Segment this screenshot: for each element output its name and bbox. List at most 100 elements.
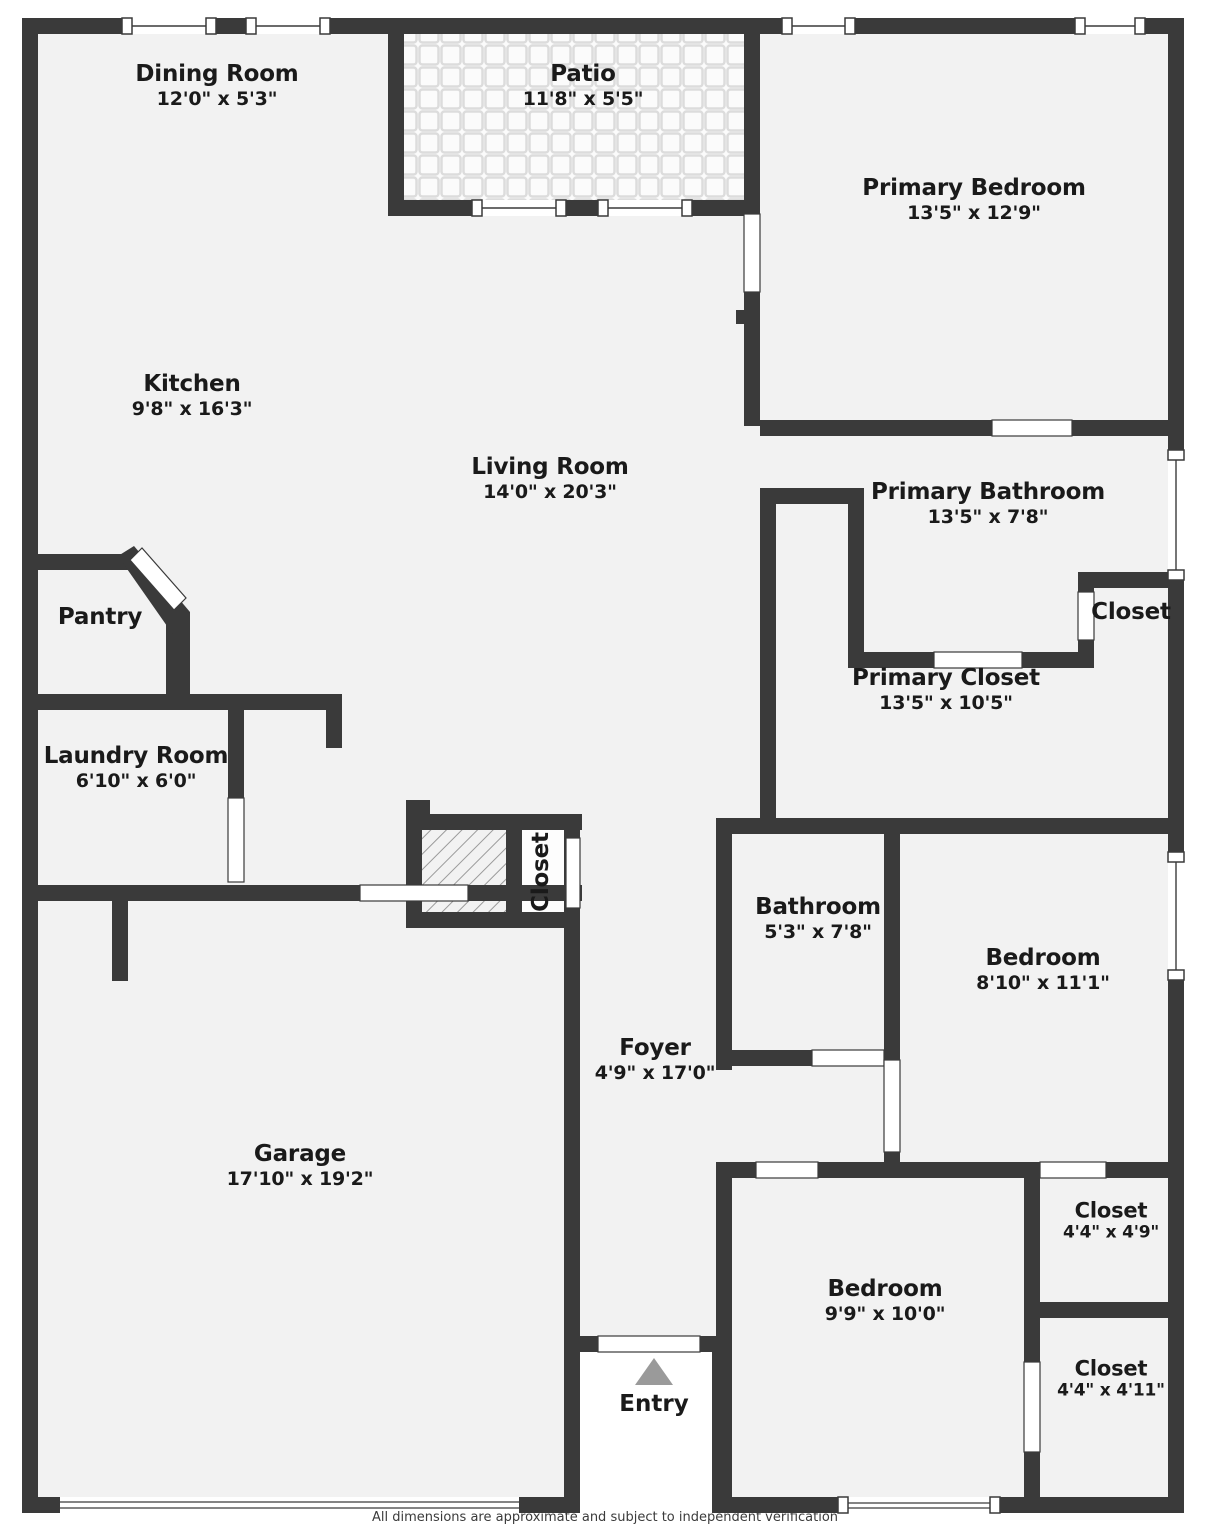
floor-closet-upper <box>1040 1170 1184 1310</box>
window-primary-bed-2 <box>1074 17 1146 35</box>
window-dining-1 <box>121 17 217 35</box>
wall-entry-outer-right <box>712 1344 728 1513</box>
wall-primary-bath-top-right <box>1072 420 1184 436</box>
disclaimer-note: All dimensions are approximate and subje… <box>371 1510 839 1525</box>
wall-patio-left-upper <box>388 18 404 216</box>
door-primary-bedroom-to-bath <box>991 419 1073 437</box>
wall-closet-pbath-top <box>1078 572 1184 588</box>
wall-closet-divider-left-upper <box>1024 1170 1040 1302</box>
wall-top-primary-left <box>760 18 782 34</box>
wall-right-closets <box>1168 1170 1184 1513</box>
wall-entry-outer-left <box>564 1344 580 1513</box>
door-bedroom-lower <box>755 1161 819 1179</box>
door-pantry-diagonal <box>129 547 187 611</box>
wall-top-dining-left <box>22 18 122 34</box>
floor-bedroom-mid <box>900 830 1184 1170</box>
door-bedroom-mid <box>883 1059 901 1153</box>
wall-hallcloset-bottom-right <box>522 912 580 928</box>
wall-right-bedroom-mid-top <box>1168 830 1184 852</box>
openings <box>60 17 1185 1514</box>
window-dining-2 <box>245 17 331 35</box>
floor-bathroom <box>728 830 900 1062</box>
floor-primary-bedroom <box>760 18 1184 426</box>
wall-primary-closet-top <box>760 488 864 504</box>
wall-closet-pbath-left-bot <box>1078 640 1094 662</box>
wall-garage-top-left <box>22 885 244 901</box>
wall-garage-top-mid <box>244 885 360 901</box>
wall-closet-pbath-left-top <box>1078 572 1094 592</box>
door-bathroom <box>811 1049 885 1067</box>
wall-right-bath-lower <box>1168 580 1184 830</box>
wall-primary-closet-floor <box>716 818 1184 834</box>
door-garage-overhead <box>60 1497 519 1513</box>
door-living-to-primary-bedroom <box>743 213 761 293</box>
wall-hallcloset-top <box>406 814 582 830</box>
floor-laundry <box>22 700 244 893</box>
wall-bottom-bedroom-right <box>1000 1497 1184 1513</box>
wall-pantry-top <box>22 554 130 570</box>
wall-bottom-bedroom-left <box>728 1497 838 1513</box>
wall-closet-divider-mid <box>1024 1302 1184 1318</box>
wall-primary-bedroom-left-top <box>744 18 760 214</box>
wall-living-right-lower <box>760 488 776 832</box>
floor-primary-suite <box>760 426 1184 818</box>
floor-main-living <box>22 18 760 905</box>
wall-hall-bedroom-jamb-top <box>884 1050 900 1060</box>
wall-primary-bath-top-left <box>760 420 992 436</box>
wall-kitchen-bottom-left <box>22 694 190 710</box>
window-primary-bath-right <box>1167 449 1185 581</box>
wall-top-dining-right <box>330 18 404 34</box>
wall-garage-stub <box>112 901 128 981</box>
wall-hallcloset-left <box>406 800 422 924</box>
wall-top-primary-mid <box>855 18 1075 34</box>
floor-closet-lower <box>1040 1310 1184 1513</box>
wall-bedroom-lower-top-mid <box>818 1162 1040 1178</box>
floor-patio <box>404 18 760 208</box>
wall-pantry-diagonal <box>118 546 190 636</box>
wall-left-outer-upper <box>22 18 38 565</box>
door-hall-closet <box>565 837 581 909</box>
floor-hall-bottom <box>728 1062 900 1170</box>
door-closet-lower <box>1023 1361 1041 1453</box>
wall-primary-closet-right <box>848 488 864 660</box>
wall-patio-bottom-left <box>388 200 472 216</box>
floor-bedroom-lower <box>728 1170 1040 1513</box>
door-patio-slider-2 <box>597 199 693 217</box>
entry-label: Entry <box>619 1391 689 1417</box>
wall-living-right-nib <box>736 310 760 324</box>
wall-right-primary-bedroom <box>1168 18 1184 426</box>
wall-hallcloset-mid <box>506 814 522 924</box>
wall-patio-bottom-right <box>692 200 760 216</box>
floor-foyer <box>580 832 728 1344</box>
wall-bathroom-left <box>716 818 732 1070</box>
floor-closet-primary-bath <box>1078 578 1184 662</box>
floor-garage <box>22 893 580 1513</box>
wall-closet-divider-left-lower-top <box>1024 1318 1040 1362</box>
wall-hall-top-nib <box>326 694 342 748</box>
floor-hall-closet-hatched <box>419 820 514 924</box>
wall-closet-divider-left-lower-bot <box>1024 1452 1040 1513</box>
wall-primary-closet-bottom-left <box>848 652 934 668</box>
wall-top-dining-mid <box>216 18 246 34</box>
wall-hallcloset-corner-nib <box>406 800 430 814</box>
wall-kitchen-bottom-right <box>190 694 342 710</box>
wall-primary-bedroom-left-jamb <box>744 292 760 426</box>
wall-bathroom-bottom-left <box>728 1050 812 1066</box>
wall-patio-bottom-mid <box>566 200 598 216</box>
wall-left-outer-mid <box>22 565 38 893</box>
door-closet-primary-bath <box>1077 591 1095 641</box>
room-fills <box>22 18 1184 1513</box>
wall-hallcloset-bottom <box>406 912 522 928</box>
window-bedroom-mid-right <box>1167 851 1185 981</box>
floor-hall-closet-strip <box>519 820 571 924</box>
wall-foyer-left <box>564 826 580 1344</box>
walls <box>22 18 1184 1513</box>
door-closet-upper <box>1039 1161 1107 1179</box>
door-garage-to-hall <box>359 884 469 902</box>
door-laundry <box>227 797 245 883</box>
entry-marker: Entry <box>596 1358 712 1417</box>
wall-bedroom-lower-top-right <box>1106 1162 1184 1178</box>
wall-primary-closet-bottom-right <box>1022 652 1094 668</box>
